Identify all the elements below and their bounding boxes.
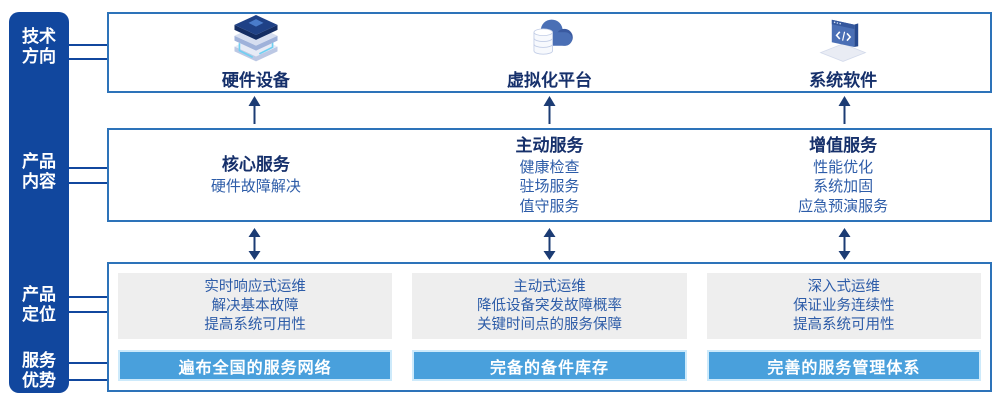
connector-line: [68, 362, 108, 364]
rail-label-line: 方向: [22, 47, 56, 67]
connector-line: [68, 182, 108, 184]
advantage-banner-service-network: 遍布全国的服务网络: [118, 350, 393, 381]
rail-label-service-advantage: 服务 优势: [9, 351, 69, 391]
positioning-panel: 实时响应式运维 解决基本故障 提高系统可用性: [118, 273, 393, 340]
service-item: 驻场服务: [519, 177, 580, 196]
connector-line: [68, 44, 108, 46]
connector-line: [68, 296, 108, 298]
advantage-banner-service-management: 完善的服务管理体系: [706, 350, 981, 381]
rail-label-line: 定位: [22, 305, 56, 325]
double-arrow-icon: [838, 228, 851, 260]
tech-direction-row: 硬件设备 虚拟化平台: [107, 12, 992, 93]
up-arrow-icon: [838, 96, 851, 124]
double-arrow-icon: [543, 228, 556, 260]
positioning-col-indepth: 深入式运维 保证业务连续性 提高系统可用性 完善的服务管理体系: [706, 273, 981, 381]
service-item: 应急预演服务: [798, 196, 889, 215]
rail-label-line: 技术: [22, 27, 56, 47]
tech-item-system-software: 系统软件: [696, 14, 990, 91]
positioning-point: 深入式运维: [807, 278, 881, 295]
positioning-point: 保证业务连续性: [793, 297, 895, 314]
connector-line: [68, 311, 108, 313]
rail-label-line: 内容: [22, 172, 56, 192]
side-rail: [9, 12, 69, 393]
service-item: 健康检查: [519, 157, 580, 176]
tech-item-label: 硬件设备: [221, 70, 290, 91]
positioning-point: 解决基本故障: [211, 297, 299, 314]
rail-label-tech-direction: 技术 方向: [9, 27, 69, 67]
positioning-point: 提高系统可用性: [204, 316, 306, 333]
connector-line: [68, 58, 108, 60]
rail-label-product-positioning: 产品 定位: [9, 285, 69, 325]
product-content-row: 核心服务 硬件故障解决 主动服务 健康检查 驻场服务 值守服务 增值服务 性能优…: [107, 128, 992, 222]
software-window-icon: [819, 19, 867, 62]
rail-label-product-content: 产品 内容: [9, 152, 69, 192]
up-arrow-icon: [543, 96, 556, 124]
rail-label-line: 服务: [22, 351, 56, 371]
positioning-col-proactive: 主动式运维 降低设备突发故障概率 关键时间点的服务保障 完备的备件库存: [412, 273, 687, 381]
up-arrow-icon: [248, 96, 261, 124]
service-item: 系统加固: [813, 177, 874, 196]
service-title: 主动服务: [515, 135, 584, 156]
content-col-core-service: 核心服务 硬件故障解决: [109, 130, 403, 220]
rail-label-line: 产品: [22, 152, 56, 172]
connector-line: [68, 379, 108, 381]
positioning-point: 关键时间点的服务保障: [476, 316, 622, 333]
double-arrow-icon: [248, 228, 261, 260]
cloud-database-icon: [533, 19, 573, 55]
positioning-point: 提高系统可用性: [793, 316, 895, 333]
rail-label-line: 产品: [22, 285, 56, 305]
positioning-point: 实时响应式运维: [204, 278, 306, 295]
positioning-advantage-row: 实时响应式运维 解决基本故障 提高系统可用性 遍布全国的服务网络 主动式运维 降…: [107, 262, 992, 392]
tech-item-label: 虚拟化平台: [507, 70, 592, 91]
service-item: 硬件故障解决: [210, 177, 301, 196]
positioning-panel: 深入式运维 保证业务连续性 提高系统可用性: [706, 273, 981, 340]
service-title: 核心服务: [221, 155, 290, 176]
connector-line: [68, 167, 108, 169]
positioning-panel: 主动式运维 降低设备突发故障概率 关键时间点的服务保障: [412, 273, 687, 340]
service-item: 值守服务: [519, 196, 580, 215]
tech-item-virtualization: 虚拟化平台: [403, 14, 697, 91]
server-stack-icon: [234, 14, 278, 61]
positioning-point: 降低设备突发故障概率: [476, 297, 622, 314]
advantage-banner-spare-parts: 完备的备件库存: [412, 350, 687, 381]
positioning-col-realtime: 实时响应式运维 解决基本故障 提高系统可用性 遍布全国的服务网络: [118, 273, 393, 381]
rail-label-line: 优势: [22, 371, 56, 391]
tech-item-hardware: 硬件设备: [109, 14, 403, 91]
service-item: 性能优化: [813, 157, 874, 176]
positioning-point: 主动式运维: [513, 278, 586, 295]
service-title: 增值服务: [809, 135, 878, 156]
content-col-active-service: 主动服务 健康检查 驻场服务 值守服务: [403, 130, 697, 220]
content-col-value-added-service: 增值服务 性能优化 系统加固 应急预演服务: [696, 130, 990, 220]
tech-item-label: 系统软件: [809, 70, 878, 91]
